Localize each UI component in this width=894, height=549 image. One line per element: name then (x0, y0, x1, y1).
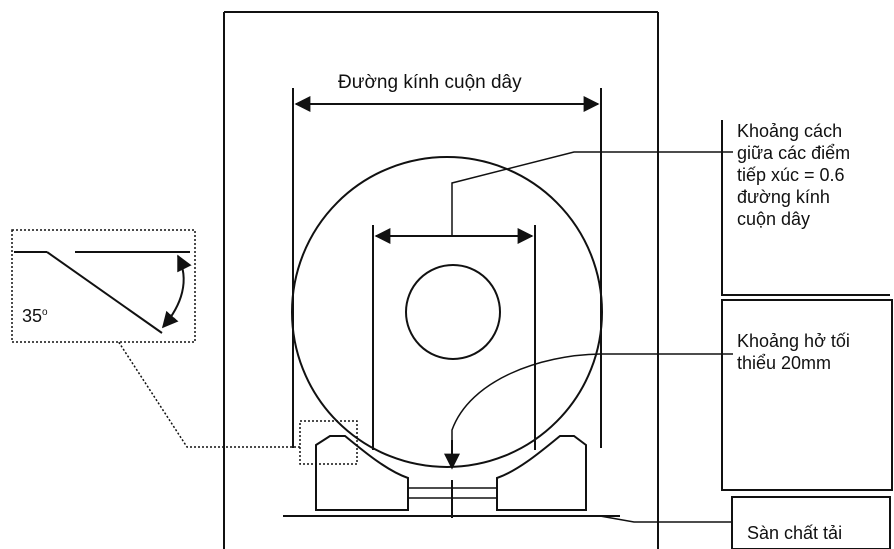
contact-leader (451, 151, 733, 236)
chock-highlight-box (299, 420, 358, 465)
coil-core-circle (405, 264, 501, 360)
contact-spacing-rect (372, 225, 536, 450)
note-boxes (721, 120, 893, 549)
coil-diameter-dimension (292, 88, 602, 448)
angle-detail-drawing (14, 251, 192, 334)
angle-unit: o (42, 307, 48, 318)
angle-value: 35 (22, 306, 43, 326)
coil-outer-circle (291, 156, 603, 468)
clearance-leader (451, 353, 733, 456)
coil-diameter-label: Đường kính cuộn dây (338, 72, 522, 93)
angle-label: 35o (22, 302, 48, 327)
container-frame (223, 11, 659, 549)
min-clearance-note: Khoảng hở tối thiểu 20mm (737, 331, 850, 373)
chock-base (408, 487, 497, 499)
loading-floor-note: Sàn chất tải (747, 523, 843, 543)
floor-leader (599, 515, 733, 523)
contact-spacing-note: Khoảng cách giữa các điểm tiếp xúc = 0.6… (737, 121, 851, 229)
detail-connector (117, 340, 300, 448)
angle-detail-box (11, 229, 196, 343)
